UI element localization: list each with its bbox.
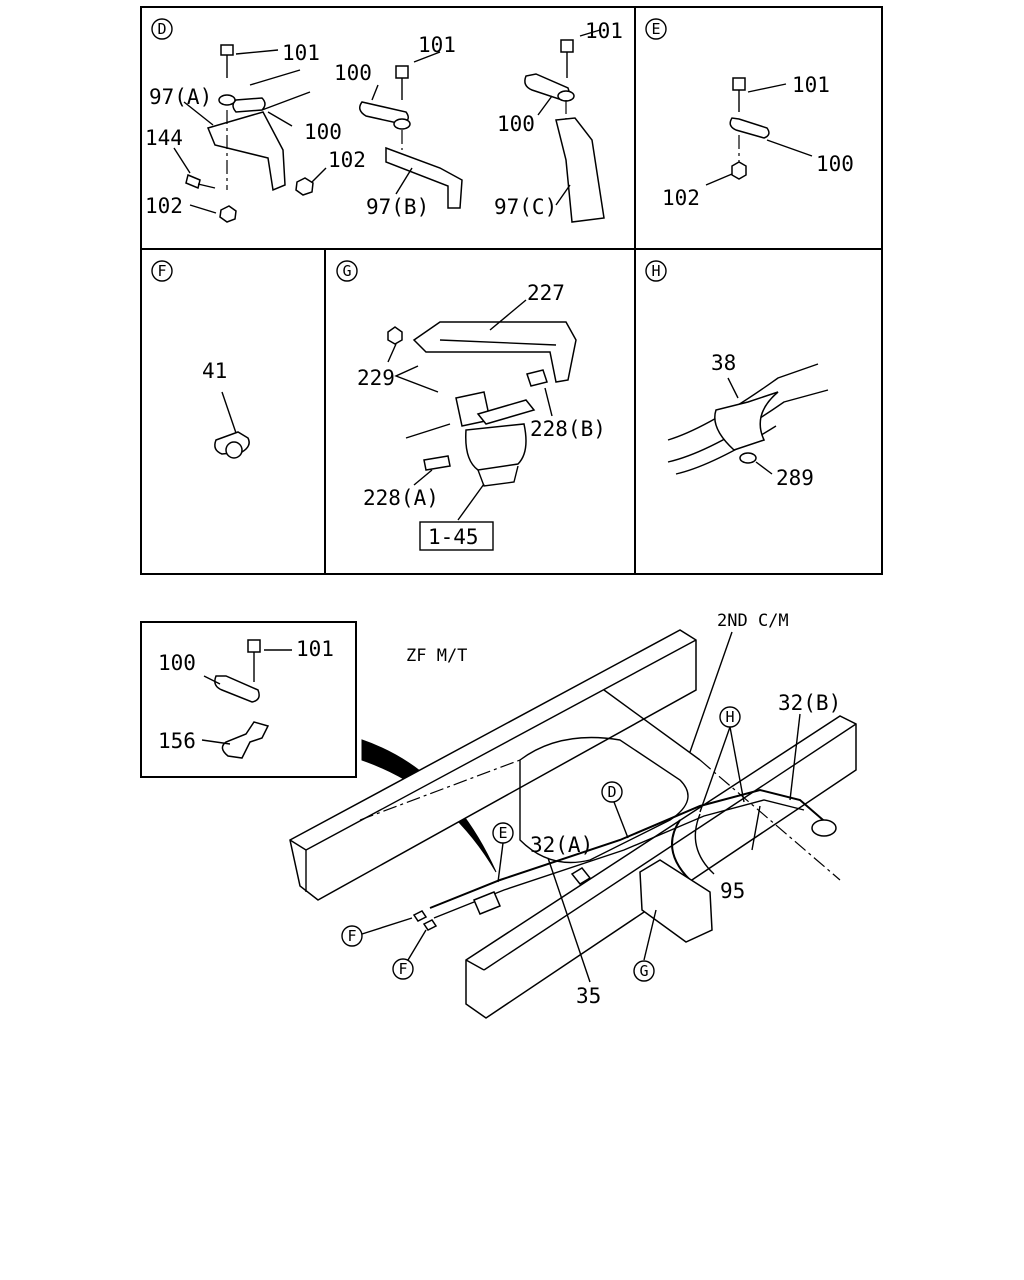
cross-member bbox=[519, 736, 689, 864]
label-inset-100: 100 bbox=[158, 651, 196, 675]
panel-d-marker-text: D bbox=[157, 20, 166, 38]
label-38: 38 bbox=[711, 351, 736, 375]
label-229: 229 bbox=[357, 366, 395, 390]
label-32b: 32(B) bbox=[778, 691, 841, 715]
label-228b: 228(B) bbox=[530, 417, 606, 441]
inset-clip-detail: 100 101 156 bbox=[140, 621, 357, 778]
pipe-32a bbox=[429, 788, 831, 909]
panel-g-marker-text: G bbox=[342, 262, 351, 280]
marker-g-text: G bbox=[639, 962, 648, 980]
label-2nd-cm: 2ND C/M bbox=[717, 611, 789, 631]
marker-f-1 bbox=[341, 925, 363, 947]
panel-g-marker bbox=[336, 260, 358, 282]
panel-h-marker bbox=[645, 260, 667, 282]
label-144: 144 bbox=[145, 126, 183, 150]
panel-f: F 41 bbox=[151, 260, 250, 459]
panel-e-marker-text: E bbox=[651, 20, 660, 38]
label-101-a: 101 bbox=[282, 41, 320, 65]
label-102-a: 102 bbox=[145, 194, 183, 218]
label-101-b: 101 bbox=[418, 33, 456, 57]
label-100-a: 100 bbox=[304, 120, 342, 144]
panel-e-marker bbox=[645, 18, 667, 40]
label-97c: 97(C) bbox=[494, 195, 557, 219]
label-100-c: 100 bbox=[497, 112, 535, 136]
marker-f-2 bbox=[392, 958, 414, 980]
panel-f-marker bbox=[151, 260, 173, 282]
label-inset-156: 156 bbox=[158, 729, 196, 753]
label-35: 35 bbox=[576, 984, 601, 1008]
marker-h bbox=[719, 706, 741, 728]
label-e-100: 100 bbox=[816, 152, 854, 176]
label-41: 41 bbox=[202, 359, 227, 383]
upper-frame-rail bbox=[289, 629, 697, 901]
panel-f-marker-text: F bbox=[157, 262, 166, 280]
clamp-e bbox=[473, 891, 501, 915]
label-e-102: 102 bbox=[662, 186, 700, 210]
marker-d bbox=[601, 781, 623, 803]
marker-f-1-text: F bbox=[347, 927, 356, 945]
marker-g bbox=[633, 960, 655, 982]
marker-d-text: D bbox=[607, 783, 616, 801]
boxed-ref-1-45: 1-45 bbox=[428, 525, 479, 549]
label-inset-101: 101 bbox=[296, 637, 334, 661]
panel-h: H 38 289 bbox=[645, 260, 829, 490]
label-227: 227 bbox=[527, 281, 565, 305]
bracket-assembly-a bbox=[173, 44, 327, 223]
clip-f-2 bbox=[422, 919, 438, 931]
air-tank-assembly bbox=[639, 859, 713, 943]
label-e-101: 101 bbox=[792, 73, 830, 97]
label-101-c: 101 bbox=[585, 19, 623, 43]
boxed-ref-frame bbox=[419, 521, 494, 551]
marker-h-text: H bbox=[725, 708, 734, 726]
label-228a: 228(A) bbox=[363, 486, 439, 510]
label-95: 95 bbox=[720, 879, 745, 903]
detail-panel-frame bbox=[140, 6, 883, 575]
pipe-loop-b bbox=[694, 813, 715, 875]
panel-e: E 101 100 102 bbox=[645, 18, 854, 210]
bracket-assembly-c bbox=[524, 29, 605, 223]
clamp-35 bbox=[570, 867, 592, 885]
label-102-b: 102 bbox=[328, 148, 366, 172]
main-chassis-view: ZF M/T bbox=[289, 611, 857, 1019]
label-32a: 32(A) bbox=[530, 833, 593, 857]
label-97a: 97(A) bbox=[149, 85, 212, 109]
marker-e bbox=[492, 822, 514, 844]
label-97b: 97(B) bbox=[366, 195, 429, 219]
panel-d-marker bbox=[151, 18, 173, 40]
marker-f-2-text: F bbox=[398, 960, 407, 978]
clip-f-1 bbox=[412, 910, 428, 922]
panel-h-marker-text: H bbox=[651, 262, 660, 280]
panel-g: G 227 229 228(B) 228(A) 1-45 bbox=[336, 260, 606, 551]
bracket-assembly-b bbox=[359, 51, 463, 209]
marker-e-text: E bbox=[498, 824, 507, 842]
panel-d: D 101 97(A) 100 144 102 102 bbox=[145, 18, 623, 223]
label-289: 289 bbox=[776, 466, 814, 490]
label-100-b: 100 bbox=[334, 61, 372, 85]
variant-note: ZF M/T bbox=[406, 646, 467, 666]
hose-end-fitting bbox=[811, 819, 837, 837]
